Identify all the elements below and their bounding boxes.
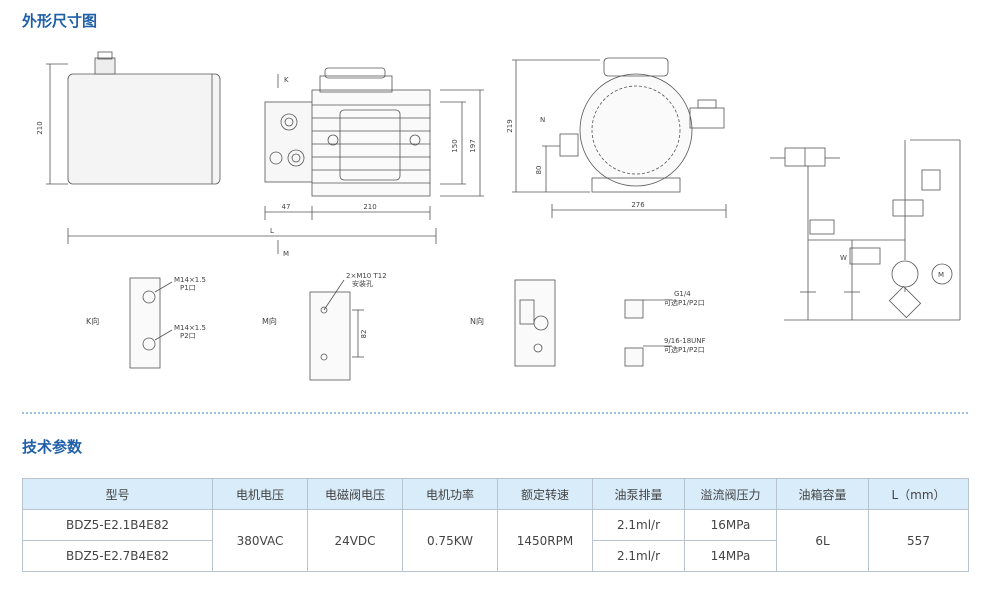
m-mount-note-1: 2×M10 T12 xyxy=(346,272,387,280)
g14-label: G1/4 xyxy=(674,290,691,298)
header-model: 型号 xyxy=(22,478,213,510)
cell-motor-voltage: 380VAC xyxy=(212,509,308,572)
header-displacement: 油泵排量 xyxy=(592,478,685,510)
header-relief-pressure: 溢流阀压力 xyxy=(684,478,777,510)
port-details xyxy=(624,299,672,367)
dim-height-total: 210 xyxy=(36,121,44,134)
g14-note: 可选P1/P2口 xyxy=(664,298,705,307)
header-rated-speed: 额定转速 xyxy=(497,478,593,510)
k-view-label: K向 xyxy=(86,316,99,326)
n-view xyxy=(514,279,556,367)
cell-model: BDZ5-E2.1B4E82 xyxy=(22,509,213,541)
k-port1-thread: M14×1.5 xyxy=(174,276,206,284)
cell-rated-speed: 1450RPM xyxy=(497,509,593,572)
m-view-label: M向 xyxy=(262,316,277,326)
m-view xyxy=(309,279,364,381)
k-port2-thread: M14×1.5 xyxy=(174,324,206,332)
table-header-row: 型号 电机电压 电磁阀电压 电机功率 额定转速 油泵排量 溢流阀压力 油箱容量 … xyxy=(22,478,969,510)
k-port2-name: P2口 xyxy=(180,332,196,340)
dim-80: 80 xyxy=(535,166,543,175)
dim-219: 219 xyxy=(506,119,514,132)
side-view xyxy=(512,57,727,218)
header-motor-voltage: 电机电压 xyxy=(212,478,308,510)
dim-210: 210 xyxy=(363,203,376,211)
dim-m: M xyxy=(283,250,289,258)
spec-table: 型号 电机电压 电磁阀电压 电机功率 额定转速 油泵排量 溢流阀压力 油箱容量 … xyxy=(22,478,969,572)
dim-150: 150 xyxy=(451,139,459,152)
technical-drawing: 210 K 150 197 47 210 L M 219 N 80 276 K向… xyxy=(36,51,961,381)
dim-197: 197 xyxy=(469,139,477,152)
dim-n: N xyxy=(540,116,545,124)
cell-length: 557 xyxy=(868,509,969,572)
unf-note: 可选P1/P2口 xyxy=(664,345,705,354)
dimensions-title: 外形尺寸图 xyxy=(22,12,98,30)
cell-tank-capacity: 6L xyxy=(776,509,869,572)
m-mount-note-2: 安装孔 xyxy=(352,279,373,288)
header-motor-power: 电机功率 xyxy=(402,478,498,510)
cell-relief-pressure: 14MPa xyxy=(684,540,777,572)
dim-276: 276 xyxy=(631,201,645,209)
table-row: BDZ5-E2.1B4E82 380VAC 24VDC 0.75KW 1450R… xyxy=(22,509,969,572)
schematic-motor-label: M xyxy=(938,271,944,279)
cell-valve-voltage: 24VDC xyxy=(307,509,403,572)
k-port1-name: P1口 xyxy=(180,284,196,292)
cell-relief-pressure: 16MPa xyxy=(684,509,777,541)
table-row: BDZ5-E2.7B4E82 2.1ml/r 14MPa xyxy=(22,540,969,572)
front-view xyxy=(46,51,484,254)
hydraulic-schematic xyxy=(770,139,961,321)
cell-model: BDZ5-E2.7B4E82 xyxy=(22,540,213,572)
dim-k: K xyxy=(284,76,289,84)
cell-motor-power: 0.75KW xyxy=(402,509,498,572)
n-view-label: N向 xyxy=(470,316,484,326)
header-valve-voltage: 电磁阀电压 xyxy=(307,478,403,510)
specs-title: 技术参数 xyxy=(22,438,83,456)
dim-47: 47 xyxy=(282,203,291,211)
cell-displacement: 2.1ml/r xyxy=(592,540,685,572)
header-tank-capacity: 油箱容量 xyxy=(776,478,869,510)
schematic-w-label: W xyxy=(840,254,847,262)
header-length: L（mm） xyxy=(868,478,969,510)
cell-displacement: 2.1ml/r xyxy=(592,509,685,541)
dim-l: L xyxy=(270,227,274,235)
unf-label: 9/16-18UNF xyxy=(664,337,706,345)
section-divider xyxy=(22,412,968,414)
dim-82: 82 xyxy=(360,330,368,339)
k-view xyxy=(129,277,173,369)
